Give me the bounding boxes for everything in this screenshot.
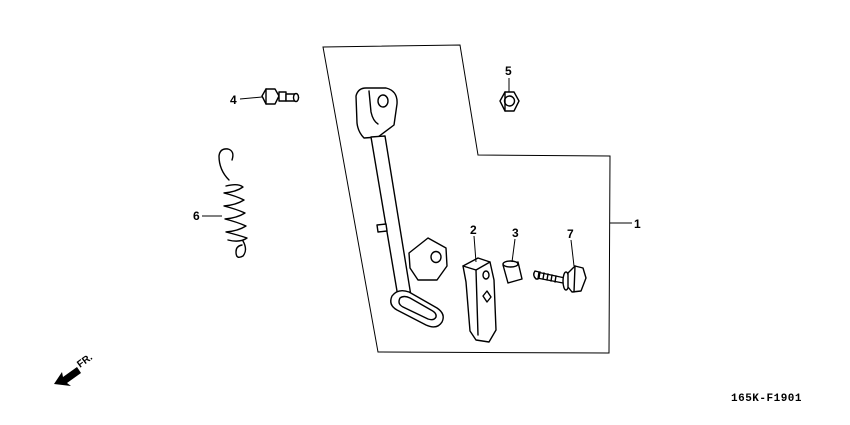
leader-line-2 — [473, 235, 477, 263]
front-direction-marker: FR. — [54, 352, 95, 386]
front-label: FR. — [75, 352, 95, 370]
front-arrow-icon — [54, 367, 81, 386]
callout-6: 6 — [193, 209, 200, 223]
callout-7: 7 — [567, 227, 574, 241]
collar-drawing[interactable] — [502, 260, 523, 284]
leader-line-3 — [511, 238, 516, 263]
leader-line-4 — [239, 96, 263, 100]
stand-rubber-drawing[interactable] — [462, 257, 497, 343]
callout-3: 3 — [512, 226, 519, 240]
callout-4: 4 — [230, 93, 237, 107]
hex-nut-drawing[interactable] — [499, 91, 520, 112]
pivot-bolt-drawing[interactable] — [261, 88, 300, 105]
spring-drawing[interactable] — [218, 148, 248, 259]
kickstand-drawing[interactable] — [355, 87, 448, 328]
callout-1: 1 — [634, 217, 641, 231]
leader-line-7 — [570, 239, 575, 267]
diagram-code: 165K-F1901 — [731, 393, 802, 405]
assembly-outline — [322, 44, 611, 354]
callout-2: 2 — [470, 223, 477, 237]
flange-bolt-drawing[interactable] — [533, 265, 587, 293]
callout-5: 5 — [505, 64, 512, 78]
